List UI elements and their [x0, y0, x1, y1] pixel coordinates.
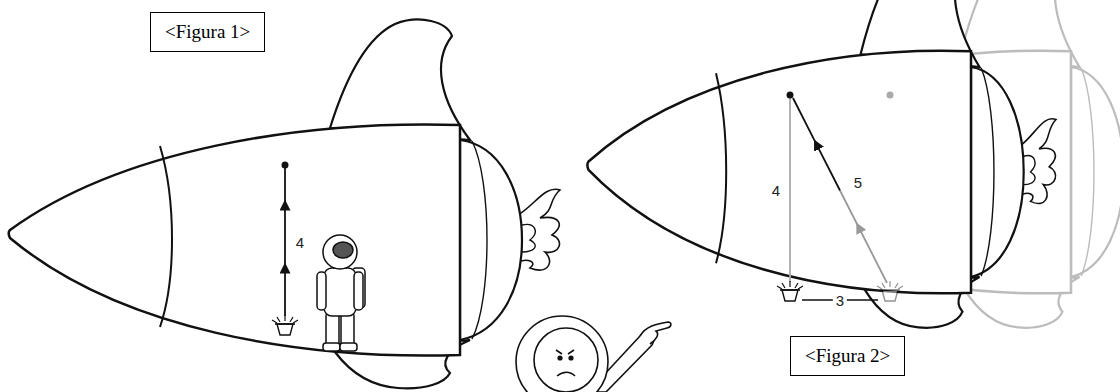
length-label: 4	[769, 182, 783, 199]
lamp-icon-earlier	[877, 281, 903, 301]
light-clock-1	[272, 162, 298, 336]
length-label: 5	[851, 174, 865, 191]
diagonal-path-lower	[840, 191, 887, 284]
diagonal-path-upper	[793, 98, 840, 191]
length-label: 4	[293, 234, 307, 251]
lamp-icon	[272, 315, 298, 335]
rocket-figure-1	[9, 20, 561, 389]
length-label: 3	[833, 292, 847, 309]
figure-caption: <Figura 2>	[805, 345, 890, 367]
astronaut-figure	[317, 235, 365, 351]
rocket-figure-2	[587, 0, 1056, 328]
figure-caption: <Figura 1>	[165, 21, 250, 43]
mirror-dot	[787, 92, 794, 99]
mirror-dot	[282, 162, 289, 169]
mirror-dot-earlier	[887, 92, 894, 99]
light-path	[284, 167, 286, 316]
pointing-astronaut	[516, 316, 671, 392]
light-clock-2	[777, 92, 903, 302]
figure-caption-box: <Figura 2>	[790, 336, 905, 376]
lamp-icon	[777, 281, 803, 301]
figure-caption-box: <Figura 1>	[150, 12, 265, 52]
vertical-path	[789, 98, 791, 282]
